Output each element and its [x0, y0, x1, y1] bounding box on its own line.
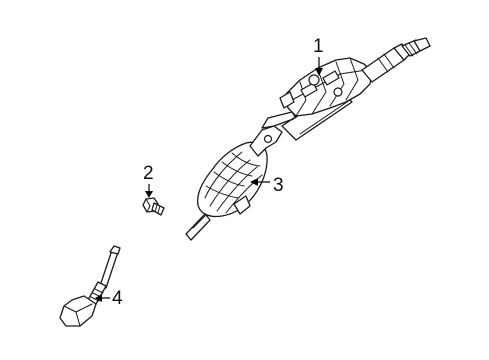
column-upper-bracket — [279, 57, 373, 117]
callout-3-label: 3 — [273, 175, 284, 196]
callout-2-arrowhead — [145, 191, 153, 198]
callout-1-label: 1 — [313, 36, 324, 57]
callout-4-arrowhead — [95, 294, 102, 302]
steering-column-assembly: 1 3 — [185, 36, 431, 241]
callout-3: 3 — [250, 175, 284, 196]
upper-steering-shaft — [361, 37, 431, 83]
callout-1-arrowhead — [315, 68, 323, 76]
universal-joint-yoke — [249, 111, 297, 157]
shaft-part-4: 4 — [59, 245, 123, 327]
intermediate-shaft — [185, 213, 211, 241]
bolt-part-2: 2 — [142, 163, 165, 216]
callout-2-label: 2 — [143, 163, 154, 184]
dust-boot-bellows — [196, 141, 268, 218]
callout-1: 1 — [313, 36, 324, 76]
callout-4-label: 4 — [112, 288, 123, 309]
callout-3-arrowhead — [250, 178, 258, 186]
